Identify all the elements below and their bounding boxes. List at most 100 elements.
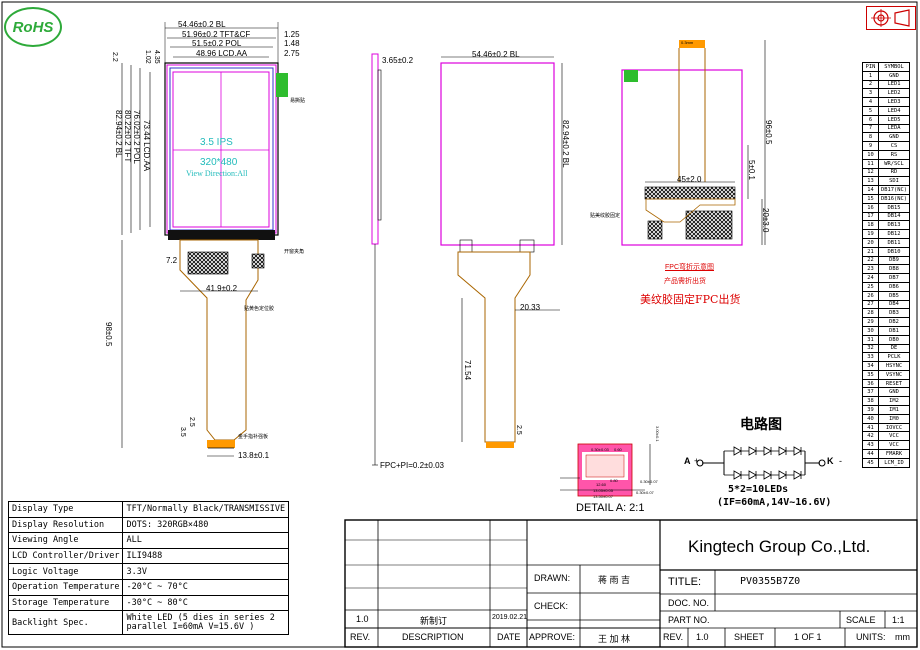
pin-number: 42: [862, 431, 879, 442]
pin-number: 2: [862, 79, 879, 90]
fpc-bend-caption-2: 产品需折出货: [664, 278, 706, 285]
front-view: [121, 22, 288, 457]
pin-symbol: DB13: [878, 220, 910, 231]
pin-number: 3: [862, 88, 879, 99]
spec-value: 3.3V: [122, 563, 290, 580]
pin-number: 45: [862, 457, 879, 468]
dim-bl-width: 54.46±0.2 BL: [178, 20, 226, 29]
pin-number: 43: [862, 440, 879, 451]
pin-number: 20: [862, 237, 879, 248]
pin-symbol: DB14: [878, 211, 910, 222]
pin-symbol: GND: [878, 132, 910, 143]
dim-right-1: 1.25: [284, 30, 300, 39]
dim-2-5-front: 2.5: [188, 417, 195, 427]
led-diode-icon: [778, 446, 787, 456]
pin-col-header: PIN: [862, 62, 879, 72]
dim-20: 20±3.0: [761, 208, 770, 233]
pin-symbol: IM0: [878, 413, 910, 424]
dim-back-height: 82.94±0.2 BL: [561, 120, 570, 168]
dim-71-54: 71.54: [463, 360, 472, 381]
pin-symbol: DB4: [878, 299, 910, 310]
title-block-frame: [344, 519, 918, 648]
rohs-label: RoHS: [12, 18, 54, 36]
spec-label: Operation Temperature: [7, 578, 124, 596]
led-circuit: [696, 446, 826, 480]
note-clip: 开窗夹角: [284, 249, 305, 255]
pin-number: 7: [862, 123, 879, 134]
screen-size-label: 3.5 IPS: [200, 137, 233, 148]
spec-value: ALL: [122, 532, 290, 549]
pin-symbol: SDI: [878, 176, 910, 187]
resolution-label: 320*480: [200, 157, 238, 168]
pin-symbol: LCM_ID: [878, 457, 910, 468]
dim-7-2: 7.2: [166, 256, 178, 265]
detail-dim-6: 13.05±0.05: [593, 488, 613, 493]
side-view: [371, 53, 382, 466]
led-current-note: (IF=60mA,14V~16.6V): [717, 497, 832, 508]
circuit-title: 电路图: [740, 417, 782, 433]
pin-number: 25: [862, 281, 879, 292]
dim-3-5: 3.5: [179, 427, 186, 437]
view-direction-label: View Direction:All: [186, 169, 248, 178]
led-diode-icon: [793, 470, 802, 480]
pin-number: 40: [862, 413, 879, 424]
dim-5: 5±0.1: [747, 160, 756, 180]
pin-number: 35: [862, 369, 879, 380]
pin-symbol: DB1: [878, 325, 910, 336]
pin-number: 34: [862, 361, 879, 371]
pin-number: 22: [862, 255, 879, 266]
pin-symbol: LEDA: [878, 123, 910, 134]
fpc-bend-caption-3: 美纹胶固定FPC出货: [640, 293, 741, 306]
pin-number: 38: [862, 396, 879, 407]
pin-symbol: FMARK: [878, 449, 910, 459]
dim-left-small-2: 1.02: [144, 50, 151, 64]
spec-label: LCD Controller/Driver: [7, 547, 124, 565]
anode-plus: +: [694, 456, 700, 466]
pin-number: 8: [862, 132, 879, 143]
pin-number: 10: [862, 149, 879, 160]
pin-symbol: IM1: [878, 405, 910, 415]
spec-value: -30°C ~ 80°C: [122, 594, 290, 612]
pin-number: 5: [862, 105, 879, 116]
dim-bl-height: 82.94±0.2 BL: [114, 110, 123, 158]
pin-number: 37: [862, 387, 879, 398]
pin-number: 27: [862, 299, 879, 310]
symbol-col-header: SYMBOL: [878, 62, 910, 72]
back-view: [440, 56, 563, 448]
units-label: UNITS:: [856, 632, 886, 642]
pin-symbol: DB16(NC): [878, 193, 910, 204]
pin-number: 31: [862, 334, 879, 345]
pin-number: 18: [862, 220, 879, 231]
pin-symbol: PCLK: [878, 352, 910, 363]
cathode-minus: -: [839, 456, 842, 466]
pin-symbol: DB11: [878, 237, 910, 248]
pin-symbol: LED3: [878, 97, 910, 107]
led-diode-icon: [748, 446, 757, 456]
detail-dim-1: 0.30±0.03: [591, 447, 609, 452]
fpc-bend-caption: FPC弯折示意图: [665, 264, 714, 271]
detail-dim-2: 3.00±0.1: [655, 426, 660, 442]
pin-symbol: VCC: [878, 440, 910, 451]
pin-number: 1: [862, 70, 879, 81]
fpc-bend-view: [621, 40, 766, 246]
pin-symbol: VSYNC: [878, 369, 910, 380]
dim-aa-width: 48.96 LCD.AA: [196, 49, 248, 58]
